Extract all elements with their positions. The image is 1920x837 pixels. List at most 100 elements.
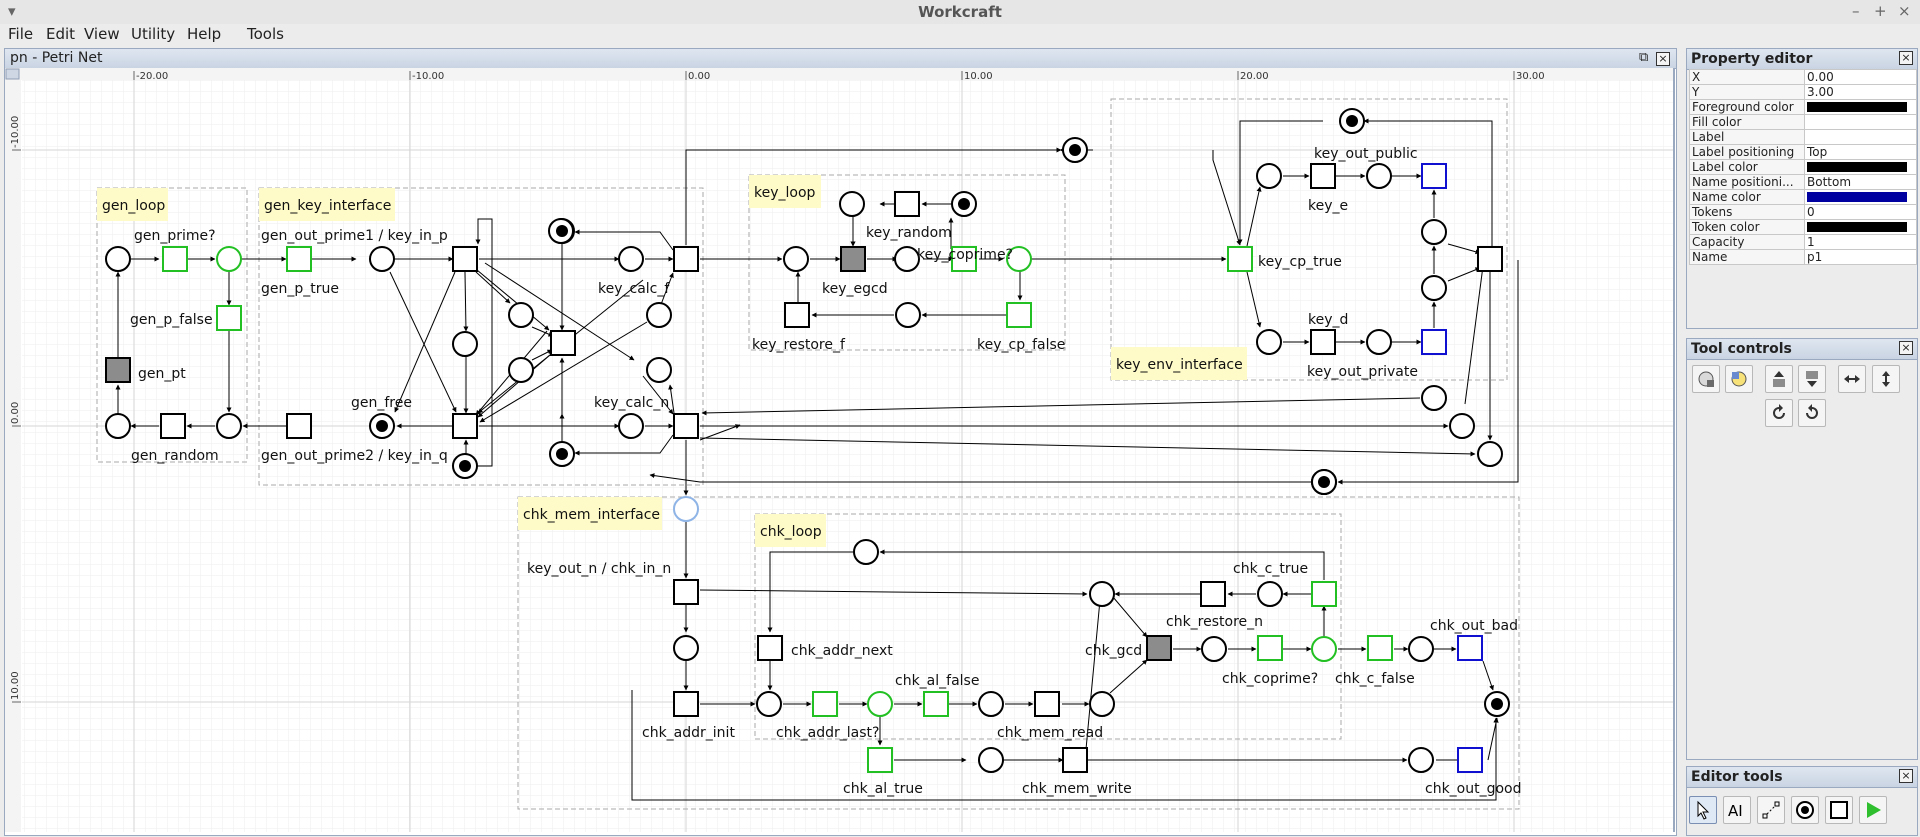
transition[interactable] [1227,246,1253,272]
place[interactable] [1408,747,1434,773]
property-value[interactable]: p1 [1804,249,1917,265]
color-swatch[interactable] [1807,162,1907,172]
transition[interactable] [1311,581,1337,607]
place[interactable] [1089,691,1115,717]
align-down-icon[interactable] [1798,365,1826,393]
group-box[interactable] [258,187,704,486]
place[interactable] [369,246,395,272]
maximize-icon[interactable]: + [1874,2,1887,20]
place[interactable] [673,496,699,522]
color-swatch[interactable] [1807,222,1907,232]
transition[interactable] [1200,581,1226,607]
property-value[interactable]: 0 [1804,204,1917,220]
select-group-icon[interactable] [1692,365,1720,393]
menu-edit[interactable]: Edit [46,25,76,43]
transition[interactable] [216,305,242,331]
place[interactable] [756,691,782,717]
place[interactable] [853,539,879,565]
undock-icon[interactable]: ⧉ [1639,50,1649,65]
property-color-value[interactable] [1804,159,1917,175]
transition[interactable] [1477,246,1503,272]
place[interactable] [618,413,644,439]
transition[interactable] [105,357,131,383]
menu-view[interactable]: View [84,25,120,43]
place[interactable] [1201,636,1227,662]
group-box[interactable] [748,174,1066,351]
place[interactable] [1408,636,1434,662]
place[interactable] [1366,329,1392,355]
place[interactable] [1257,581,1283,607]
property-value[interactable] [1804,129,1917,145]
property-value[interactable]: 3.00 [1804,84,1917,100]
group-box[interactable] [96,187,248,463]
transition-tool-icon[interactable] [1825,796,1853,824]
transition[interactable] [452,246,478,272]
group-box[interactable] [1110,98,1508,381]
transition[interactable] [286,246,312,272]
transition[interactable] [160,413,186,439]
transition[interactable] [550,330,576,356]
transition[interactable] [162,246,188,272]
transition[interactable] [840,246,866,272]
place[interactable] [1256,329,1282,355]
property-color-value[interactable] [1804,189,1917,205]
select-tool-icon[interactable] [1689,796,1717,824]
place[interactable] [894,246,920,272]
close-tool-controls-icon[interactable]: × [1899,341,1913,355]
place[interactable] [1421,219,1447,245]
place[interactable] [1477,441,1503,467]
transition[interactable] [1310,163,1336,189]
rotate-counterclockwise-icon[interactable] [1798,399,1826,427]
place[interactable] [105,413,131,439]
menu-tools[interactable]: Tools [247,25,284,43]
close-property-editor-icon[interactable]: × [1899,51,1913,65]
place[interactable] [1006,246,1032,272]
property-color-value[interactable] [1804,99,1917,115]
transition[interactable] [1367,635,1393,661]
transition[interactable] [1457,635,1483,661]
close-window-icon[interactable]: × [1898,2,1911,20]
transition[interactable] [1006,302,1032,328]
menu-help[interactable]: Help [187,25,222,43]
place[interactable] [978,691,1004,717]
connect-tool-icon[interactable] [1757,796,1785,824]
ruler-corner-icon[interactable] [5,68,20,80]
place[interactable] [1421,385,1447,411]
transition[interactable] [1457,747,1483,773]
transition[interactable] [1421,163,1447,189]
property-value[interactable]: Bottom [1804,174,1917,190]
place[interactable] [618,246,644,272]
property-value[interactable]: 0.00 [1804,69,1917,85]
transition[interactable] [894,191,920,217]
window-menu-icon[interactable]: ▾ [8,2,16,20]
transition[interactable] [673,579,699,605]
flip-vertical-icon[interactable] [1872,365,1900,393]
place[interactable] [508,357,534,383]
text-tool-icon[interactable]: AI [1723,796,1751,824]
menu-file[interactable]: File [8,25,34,43]
place[interactable] [508,302,534,328]
transition[interactable] [1421,329,1447,355]
property-color-value[interactable] [1804,219,1917,235]
simulation-tool-icon[interactable] [1859,796,1887,824]
transition[interactable] [286,413,312,439]
select-highlight-icon[interactable] [1725,365,1753,393]
place[interactable] [216,246,242,272]
transition[interactable] [951,246,977,272]
place[interactable] [1311,636,1337,662]
close-editor-icon[interactable]: × [1656,52,1670,66]
transition[interactable] [452,413,478,439]
place[interactable] [673,635,699,661]
color-swatch[interactable] [1807,102,1907,112]
align-up-icon[interactable] [1765,365,1793,393]
transition[interactable] [673,246,699,272]
place[interactable] [867,691,893,717]
transition[interactable] [1310,329,1336,355]
transition[interactable] [923,691,949,717]
transition[interactable] [867,747,893,773]
close-editor-tools-icon[interactable]: × [1899,769,1913,783]
menu-utility[interactable]: Utility [131,25,176,43]
property-value[interactable]: Top [1804,144,1917,160]
transition[interactable] [1034,691,1060,717]
group-box[interactable] [754,513,1342,740]
